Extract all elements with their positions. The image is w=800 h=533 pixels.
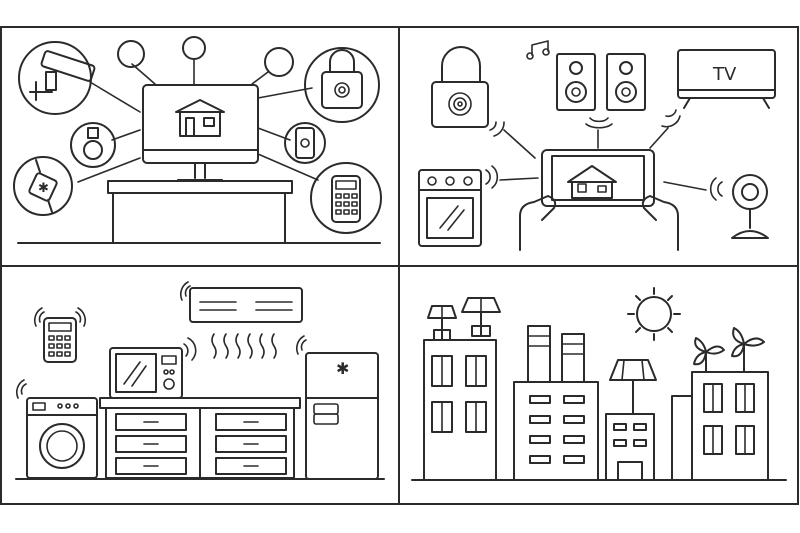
panel-remote-control: TV: [418, 40, 776, 251]
node-circle: [264, 47, 294, 77]
speaker-icon: [556, 53, 596, 111]
refrigerator-icon: ✱: [295, 335, 379, 480]
svg-text:✱: ✱: [38, 181, 49, 196]
panel-smart-home-hub: ✱: [13, 36, 382, 244]
svg-text:✱: ✱: [336, 359, 349, 378]
panel-smart-kitchen: ✱: [15, 281, 385, 480]
fingerprint-lock-icon: [304, 47, 380, 123]
tv-label: TV: [712, 64, 737, 85]
desk: [17, 180, 381, 244]
smartphone-icon: [284, 122, 326, 164]
computer-monitor-icon: [142, 84, 259, 181]
microwave-icon: [109, 337, 197, 399]
oven-icon: [418, 165, 499, 247]
solar-panel-icon: [461, 297, 501, 337]
shop-building: [605, 413, 655, 481]
office-building: [423, 339, 497, 481]
right-hand: [641, 195, 679, 251]
tablet-connectors: [499, 127, 707, 191]
apartment-building: [513, 381, 599, 481]
washing-machine-icon: [15, 379, 98, 479]
wifi-signal: [585, 117, 613, 129]
speaker-icon: [606, 53, 646, 111]
tv-icon: TV: [661, 49, 776, 128]
air-conditioner-icon: [179, 281, 303, 359]
remote-control-icon: [310, 162, 382, 234]
music-note-icon: [526, 40, 550, 60]
fingerprint-lock-icon: [431, 46, 505, 137]
left-hand: [519, 195, 557, 251]
security-camera-icon: [18, 41, 96, 115]
wind-turbine-icon: [693, 337, 725, 373]
light-bulb-icon: [70, 122, 116, 168]
smartwatch-icon: ✱: [13, 156, 73, 216]
residential-building: [671, 371, 769, 481]
kitchen-counter: [99, 397, 301, 479]
webcam-icon: [709, 174, 769, 239]
wind-turbine-icon: [731, 327, 765, 373]
sun-icon: [627, 287, 681, 341]
node-circle: [117, 40, 145, 68]
node-circle: [182, 36, 206, 60]
solar-panel-icon: [427, 305, 457, 341]
remote-control-icon: [33, 307, 87, 363]
tablet-icon: [519, 149, 679, 251]
factory-chimney: [527, 325, 585, 383]
panel-smart-city: [411, 287, 787, 481]
solar-panel-icon: [609, 359, 657, 415]
